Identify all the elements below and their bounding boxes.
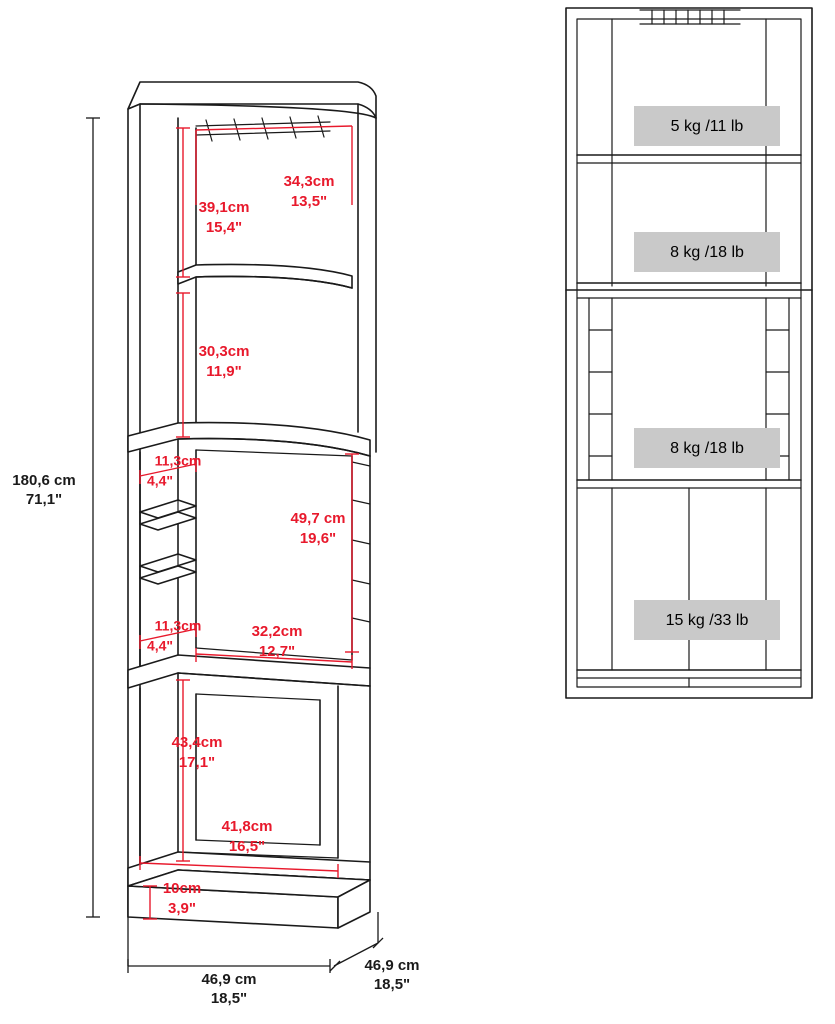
cabinet-front-illustration (127, 81, 377, 929)
top-shelf-load-box (634, 106, 780, 146)
dim-bottom-compartment-height: 43,4cm 17,1" (172, 679, 223, 862)
middle-compartment-height-metric: 49,7 cm (290, 510, 345, 527)
footprint-left-imperial: 18,5" (211, 990, 247, 1007)
side-shelf-lower-metric: 11,3cm (155, 618, 202, 634)
dim-footprint-right: 46,9 cm 18,5" (329, 912, 420, 993)
side-shelf-upper-metric: 11,3cm (155, 453, 202, 469)
top-shelf-height-metric: 39,1cm (199, 199, 250, 216)
dim-top-shelf-height: 39,1cm 15,4" (176, 127, 250, 278)
dim-bottom-compartment-width: 41,8cm 16,5" (139, 818, 339, 878)
middle-compartment-width-metric: 32,2cm (252, 623, 303, 640)
middle-compartment-height-imperial: 19,6" (300, 530, 336, 547)
dim-footprint-left: 46,9 cm 18,5" (127, 917, 331, 1007)
wine-rack-width-metric: 34,3cm (284, 173, 335, 190)
third-shelf-load-box (634, 428, 780, 468)
footprint-right-imperial: 18,5" (374, 976, 410, 993)
dim-middle-compartment-height: 49,7 cm 19,6" (290, 453, 359, 653)
bottom-compartment-width-metric: 41,8cm (222, 818, 273, 835)
dim-side-shelf-depth-upper: 11,3cm 4,4" (139, 453, 202, 489)
wine-glass-rack-right (639, 9, 741, 25)
dim-side-shelf-depth-lower: 11,3cm 4,4" (139, 618, 202, 654)
middle-compartment-width-imperial: 12,7" (259, 643, 295, 660)
dim-base-height: 10cm 3,9" (143, 880, 201, 920)
bottom-shelf-load-label: 15 kg /33 lb (666, 612, 749, 629)
dim-wine-rack-width: 34,3cm 13,5" (195, 125, 353, 210)
dim-second-shelf-height: 30,3cm 11,9" (176, 292, 250, 438)
top-shelf-load-label: 5 kg /11 lb (671, 118, 744, 135)
load-capacity-illustration (565, 7, 813, 699)
footprint-left-metric: 46,9 cm (201, 971, 256, 988)
base-height-imperial: 3,9" (168, 900, 196, 917)
left-view-dimensions: 180,6 cm 71,1" 34,3cm 13,5" 39,1cm 15,4"… (12, 117, 420, 1007)
second-shelf-height-metric: 30,3cm (199, 343, 250, 360)
bottom-compartment-height-metric: 43,4cm (172, 734, 223, 751)
total-height-imperial: 71,1" (26, 491, 62, 508)
dim-middle-compartment-width: 32,2cm 12,7" (195, 623, 353, 669)
wine-rack-width-imperial: 13,5" (291, 193, 327, 210)
bottom-compartment-height-imperial: 17,1" (179, 754, 215, 771)
base-height-metric: 10cm (163, 880, 201, 897)
second-shelf-height-imperial: 11,9" (206, 363, 241, 380)
side-shelf-upper-imperial: 4,4" (147, 473, 173, 489)
top-shelf-height-imperial: 15,4" (206, 219, 242, 236)
total-height-metric: 180,6 cm (12, 472, 75, 489)
third-shelf-load-label: 8 kg /18 lb (670, 440, 744, 457)
side-shelf-lower-imperial: 4,4" (147, 638, 173, 654)
dim-total-height: 180,6 cm 71,1" (12, 117, 100, 918)
load-labels: 5 kg /11 lb 8 kg /18 lb 8 kg /18 lb 15 k… (634, 106, 780, 640)
bottom-shelf-load-box (634, 600, 780, 640)
footprint-right-metric: 46,9 cm (364, 957, 419, 974)
second-shelf-load-label: 8 kg /18 lb (670, 244, 744, 261)
second-shelf-load-box (634, 232, 780, 272)
bottom-compartment-width-imperial: 16,5" (229, 838, 265, 855)
